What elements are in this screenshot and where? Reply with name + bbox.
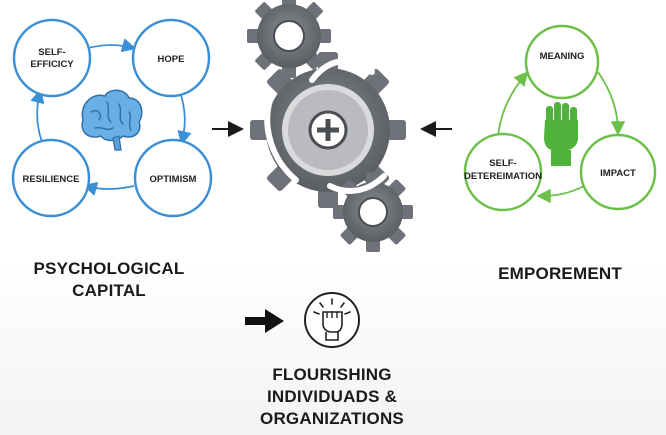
plus-icon: [317, 119, 339, 141]
small-top-gear: [247, 0, 331, 78]
arrow-impact-to-self-determination: [536, 185, 585, 204]
gear-swoosh-arrow-top: [309, 57, 375, 83]
node-hope: HOPE: [131, 18, 211, 98]
resilience-label: RESILIENCE: [22, 174, 79, 185]
node-impact: IMPACT: [579, 133, 657, 211]
impact-label: IMPACT: [600, 168, 636, 179]
node-resilience: RESILIENCE: [11, 138, 91, 218]
outcome-title-line-3: ORGANIZATIONS: [260, 409, 404, 428]
outcome-title-line-1: FLOURISHING: [272, 365, 392, 384]
arrow-resilience-to-efficacy: [30, 88, 45, 143]
node-optimism: OPTIMISM: [133, 138, 213, 218]
psychological-capital-title: PSYCHOLOGICAL CAPITAL: [14, 258, 204, 302]
raised-fist-icon: [544, 102, 578, 166]
empowerment-cycle: MEANING SELF- DETEREIMATION IMPACT: [463, 24, 657, 212]
arrow-meaning-to-impact: [597, 71, 626, 136]
node-meaning: MEANING: [524, 24, 600, 100]
arrow-self-determination-to-meaning: [497, 71, 529, 139]
arrow-optimism-to-resilience: [82, 182, 135, 196]
fist-lightbulb-icon: [304, 292, 360, 348]
gear-swoosh-arrow-left: [264, 97, 299, 183]
self-efficacy-line-1: SELF-: [38, 47, 65, 58]
self-efficacy-line-2: EFFICICY: [30, 59, 74, 70]
arrow-efficacy-to-hope: [87, 38, 137, 53]
psychological-capital-cycle: SELF- EFFICICY HOPE RESILIENCE OPTIMISM: [11, 18, 213, 218]
self-determination-line-2: DETEREIMATION: [464, 171, 542, 182]
brain-icon: [81, 89, 143, 151]
node-self-efficacy: SELF- EFFICICY: [12, 18, 92, 98]
outcome-title: FLOURISHING INDIVIDUADS & ORGANIZATIONS: [232, 364, 432, 430]
thick-arrow-icon: [245, 309, 284, 333]
gears-icon: [247, 0, 413, 252]
meaning-label: MEANING: [540, 51, 585, 62]
outcome-title-line-2: INDIVIDUADS &: [266, 387, 398, 406]
arrow-hope-to-optimism: [177, 91, 192, 146]
empowerment-title: EMPOREMENT: [498, 264, 622, 283]
psychological-capital-title-line-1: PSYCHOLOGICAL: [33, 259, 185, 278]
node-self-determination: SELF- DETEREIMATION: [463, 132, 543, 212]
gear-swoosh-arrow-bottom: [327, 173, 387, 194]
optimism-label: OPTIMISM: [150, 174, 197, 185]
hope-label: HOPE: [158, 54, 185, 65]
self-determination-line-1: SELF-: [489, 158, 516, 169]
psychological-capital-title-line-2: CAPITAL: [72, 281, 146, 300]
